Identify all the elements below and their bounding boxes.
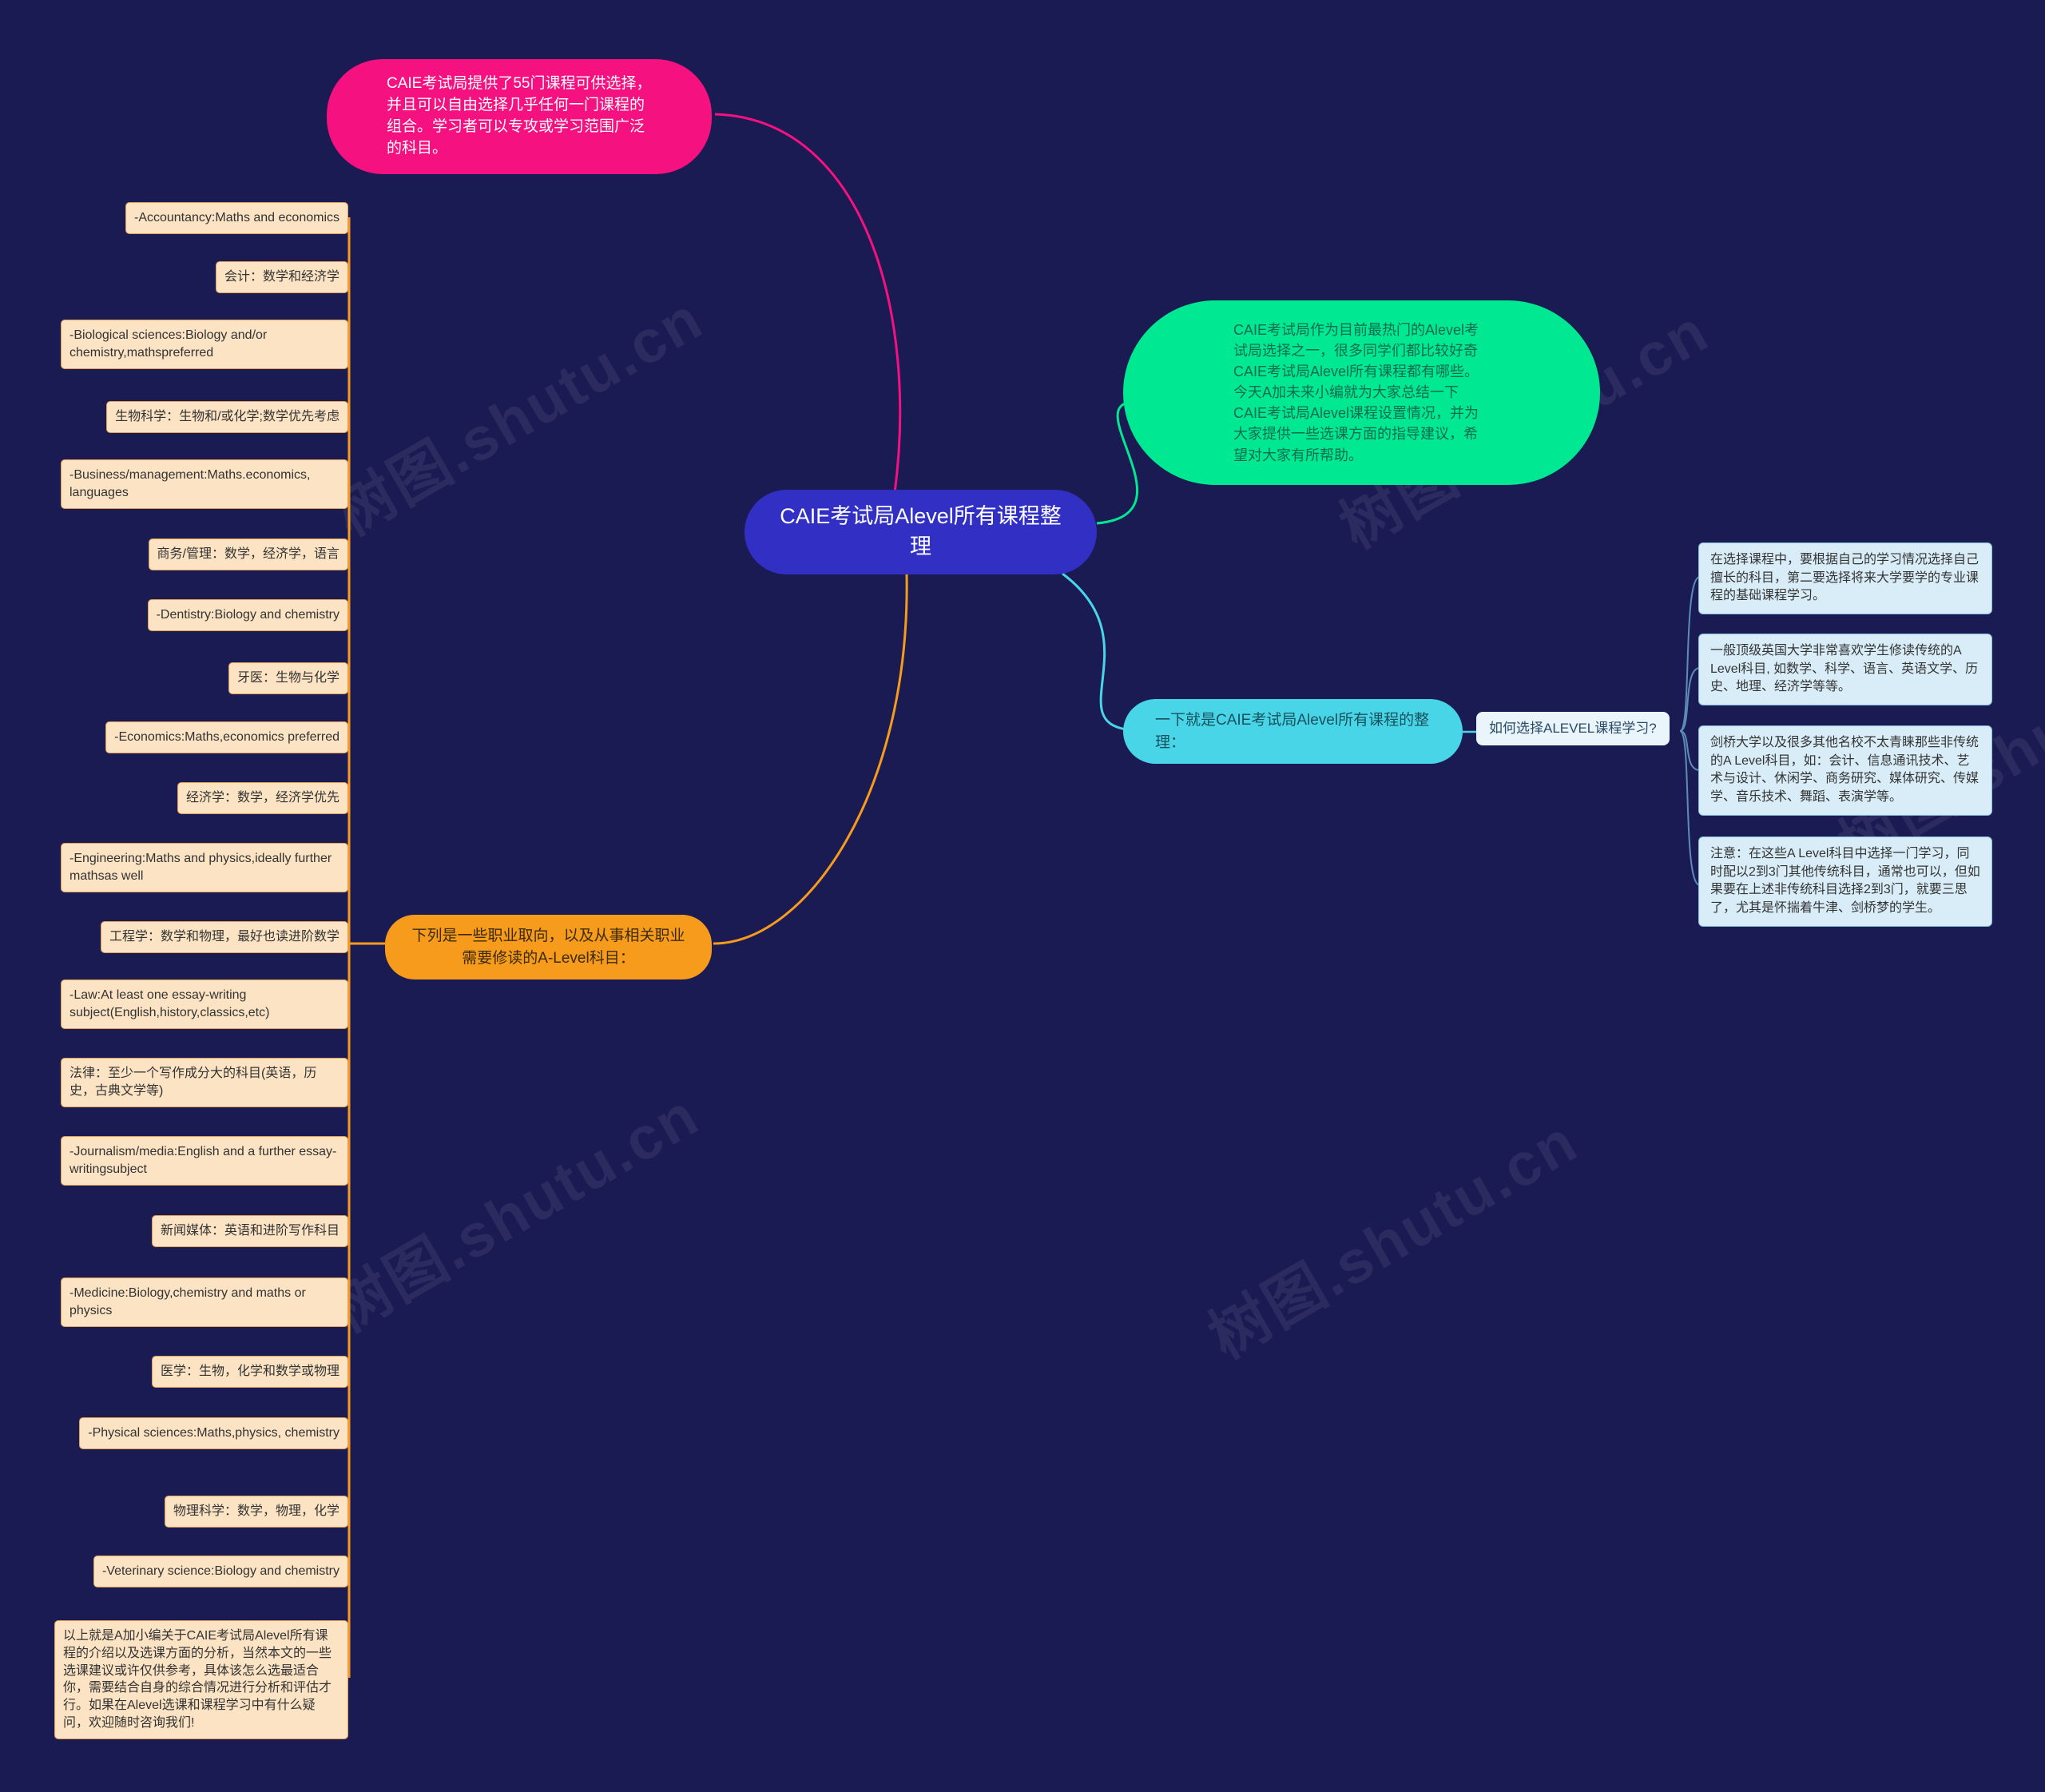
branch-course-list[interactable]: 一下就是CAIE考试局Alevel所有课程的整理： [1123, 699, 1463, 765]
link-hub-note2 [1679, 667, 1701, 732]
subject-item-zh[interactable]: 会计：数学和经济学 [215, 261, 348, 293]
advice-note[interactable]: 一般顶级英国大学非常喜欢学生修读传统的A Level科目, 如数学、科学、语言、… [1698, 634, 1992, 706]
subject-item-zh[interactable]: 医学：生物，化学和数学或物理 [151, 1356, 348, 1388]
link-hub-note4 [1679, 730, 1701, 886]
subject-item-en[interactable]: -Engineering:Maths and physics,ideally f… [61, 843, 348, 892]
branch-how-to-choose[interactable]: 如何选择ALEVEL课程学习? [1476, 712, 1670, 746]
note-course-count[interactable]: CAIE考试局提供了55门课程可供选择，并且可以自由选择几乎任何一门课程的组合。… [327, 59, 712, 174]
subject-item-zh[interactable]: 牙医：生物与化学 [228, 662, 348, 694]
subject-item-en[interactable]: -Accountancy:Maths and economics [125, 202, 348, 234]
subject-item-zh[interactable]: 商务/管理：数学，经济学，语言 [148, 538, 348, 570]
subject-item-en[interactable]: -Physical sciences:Maths,physics, chemis… [79, 1417, 348, 1449]
link-hub-note3 [1679, 730, 1701, 771]
link-cyan [1062, 572, 1127, 731]
subject-item-en[interactable]: -Law:At least one essay-writing subject(… [61, 979, 348, 1029]
subject-item-zh[interactable]: 新闻媒体：英语和进阶写作科目 [151, 1215, 348, 1247]
link-hub-note1 [1679, 576, 1701, 732]
subject-item-en[interactable]: -Journalism/media:English and a further … [61, 1136, 348, 1186]
subject-item-en[interactable]: -Veterinary science:Biology and chemistr… [93, 1556, 348, 1587]
branch-careers[interactable]: 下列是一些职业取向，以及从事相关职业需要修读的A-Level科目： [385, 915, 712, 980]
subject-item-en[interactable]: -Medicine:Biology,chemistry and maths or… [61, 1277, 348, 1327]
subject-item-zh[interactable]: 法律：至少一个写作成分大的科目(英语，历史，古典文学等) [61, 1058, 348, 1107]
subject-item-zh[interactable]: 生物科学：生物和/或化学;数学优先考虑 [106, 401, 348, 433]
advice-note[interactable]: 注意：在这些A Level科目中选择一门学习，同时配以2到3门其他传统科目，通常… [1698, 836, 1992, 927]
link-pink [714, 113, 902, 494]
subject-item-en[interactable]: -Dentistry:Biology and chemistry [147, 599, 348, 631]
subject-item-zh[interactable]: 工程学：数学和物理，最好也读进阶数学 [100, 921, 348, 953]
subject-item-zh[interactable]: 物理科学：数学，物理，化学 [164, 1496, 348, 1528]
subject-item-en[interactable]: -Biological sciences:Biology and/or chem… [61, 320, 348, 369]
central-topic[interactable]: CAIE考试局Alevel所有课程整理 [745, 490, 1097, 574]
link-orange [713, 574, 908, 945]
advice-note[interactable]: 剑桥大学以及很多其他名校不太青睐那些非传统的A Level科目，如：会计、信息通… [1698, 725, 1992, 816]
advice-note[interactable]: 在选择课程中，要根据自己的学习情况选择自己擅长的科目，第二要选择将来大学要学的专… [1698, 542, 1992, 615]
subject-item-en[interactable]: -Business/management:Maths.economics, la… [61, 459, 348, 509]
subject-item-zh[interactable]: 经济学：数学，经济学优先 [177, 782, 348, 814]
closing-note[interactable]: 以上就是A加小编关于CAIE考试局Alevel所有课程的介绍以及选课方面的分析，… [54, 1620, 348, 1739]
note-introduction[interactable]: CAIE考试局作为目前最热门的Alevel考试局选择之一，很多同学们都比较好奇C… [1123, 300, 1600, 485]
link-green [1096, 401, 1138, 525]
subject-item-en[interactable]: -Economics:Maths,economics preferred [105, 721, 348, 753]
